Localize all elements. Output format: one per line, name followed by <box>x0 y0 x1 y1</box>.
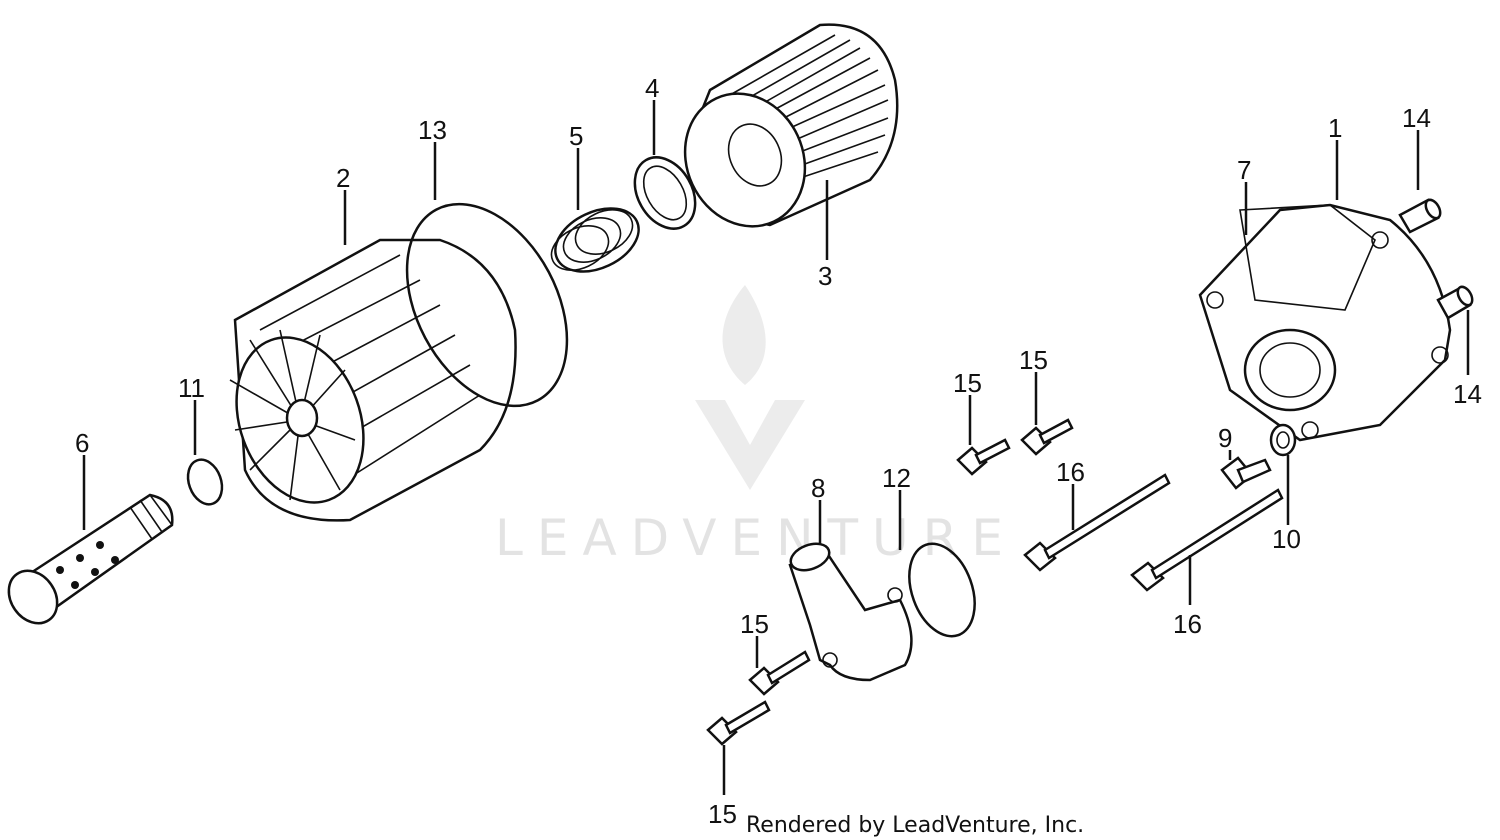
part-long-bolt-16a <box>1023 473 1171 572</box>
callout-13: 13 <box>418 115 447 145</box>
part-dowel-pin-top <box>1398 198 1442 234</box>
watermark-text: LEADVENTURE <box>495 509 1017 567</box>
callout-15-d: 15 <box>708 799 737 829</box>
render-credit: Rendered by LeadVenture, Inc. <box>746 813 1084 838</box>
callout-15-a: 15 <box>953 368 982 398</box>
part-flange-bolt-15a <box>956 438 1011 476</box>
callout-12: 12 <box>882 463 911 493</box>
part-long-bolt-16b <box>1130 488 1284 592</box>
callout-11: 11 <box>178 373 205 403</box>
part-filter-cover <box>229 238 517 522</box>
part-seal-ring <box>633 156 697 230</box>
part-bolt-9 <box>1220 456 1272 490</box>
part-flange-bolt-15c <box>748 650 811 696</box>
callout-8: 8 <box>811 473 825 503</box>
part-pump-housing <box>1198 203 1452 442</box>
watermark: LEADVENTURE <box>495 285 1017 567</box>
callout-16-b: 16 <box>1173 609 1202 639</box>
watermark-v-icon <box>695 400 805 490</box>
part-strainer-bolt <box>7 493 174 625</box>
part-oil-filter-element <box>683 23 899 228</box>
callout-10: 10 <box>1272 524 1301 554</box>
callout-7: 7 <box>1237 155 1251 185</box>
callout-3: 3 <box>818 261 832 291</box>
part-flange-bolt-15b <box>1020 418 1074 456</box>
callout-5: 5 <box>569 121 583 151</box>
part-dowel-pin-side <box>1436 285 1474 320</box>
part-spring <box>550 207 640 273</box>
part-o-ring-small <box>186 458 224 506</box>
callout-14-top: 14 <box>1402 103 1431 133</box>
callout-9: 9 <box>1218 423 1232 453</box>
callout-4: 4 <box>645 73 659 103</box>
callout-15-b: 15 <box>1019 345 1048 375</box>
part-outlet-elbow <box>788 542 913 682</box>
leader-lines <box>82 100 1470 795</box>
callout-labels: 1 2 3 4 5 6 7 8 9 10 11 12 13 14 14 15 1… <box>75 73 1482 829</box>
callout-14-side: 14 <box>1453 379 1482 409</box>
part-elbow-o-ring <box>908 542 976 638</box>
callout-15-c: 15 <box>740 609 769 639</box>
callout-6: 6 <box>75 428 89 458</box>
callout-16-a: 16 <box>1056 457 1085 487</box>
watermark-flame-icon <box>722 285 766 385</box>
part-washer-10 <box>1269 423 1297 457</box>
callout-1: 1 <box>1328 113 1342 143</box>
part-o-ring-large <box>405 202 569 408</box>
callout-2: 2 <box>336 163 350 193</box>
part-flange-bolt-15d <box>706 700 771 746</box>
